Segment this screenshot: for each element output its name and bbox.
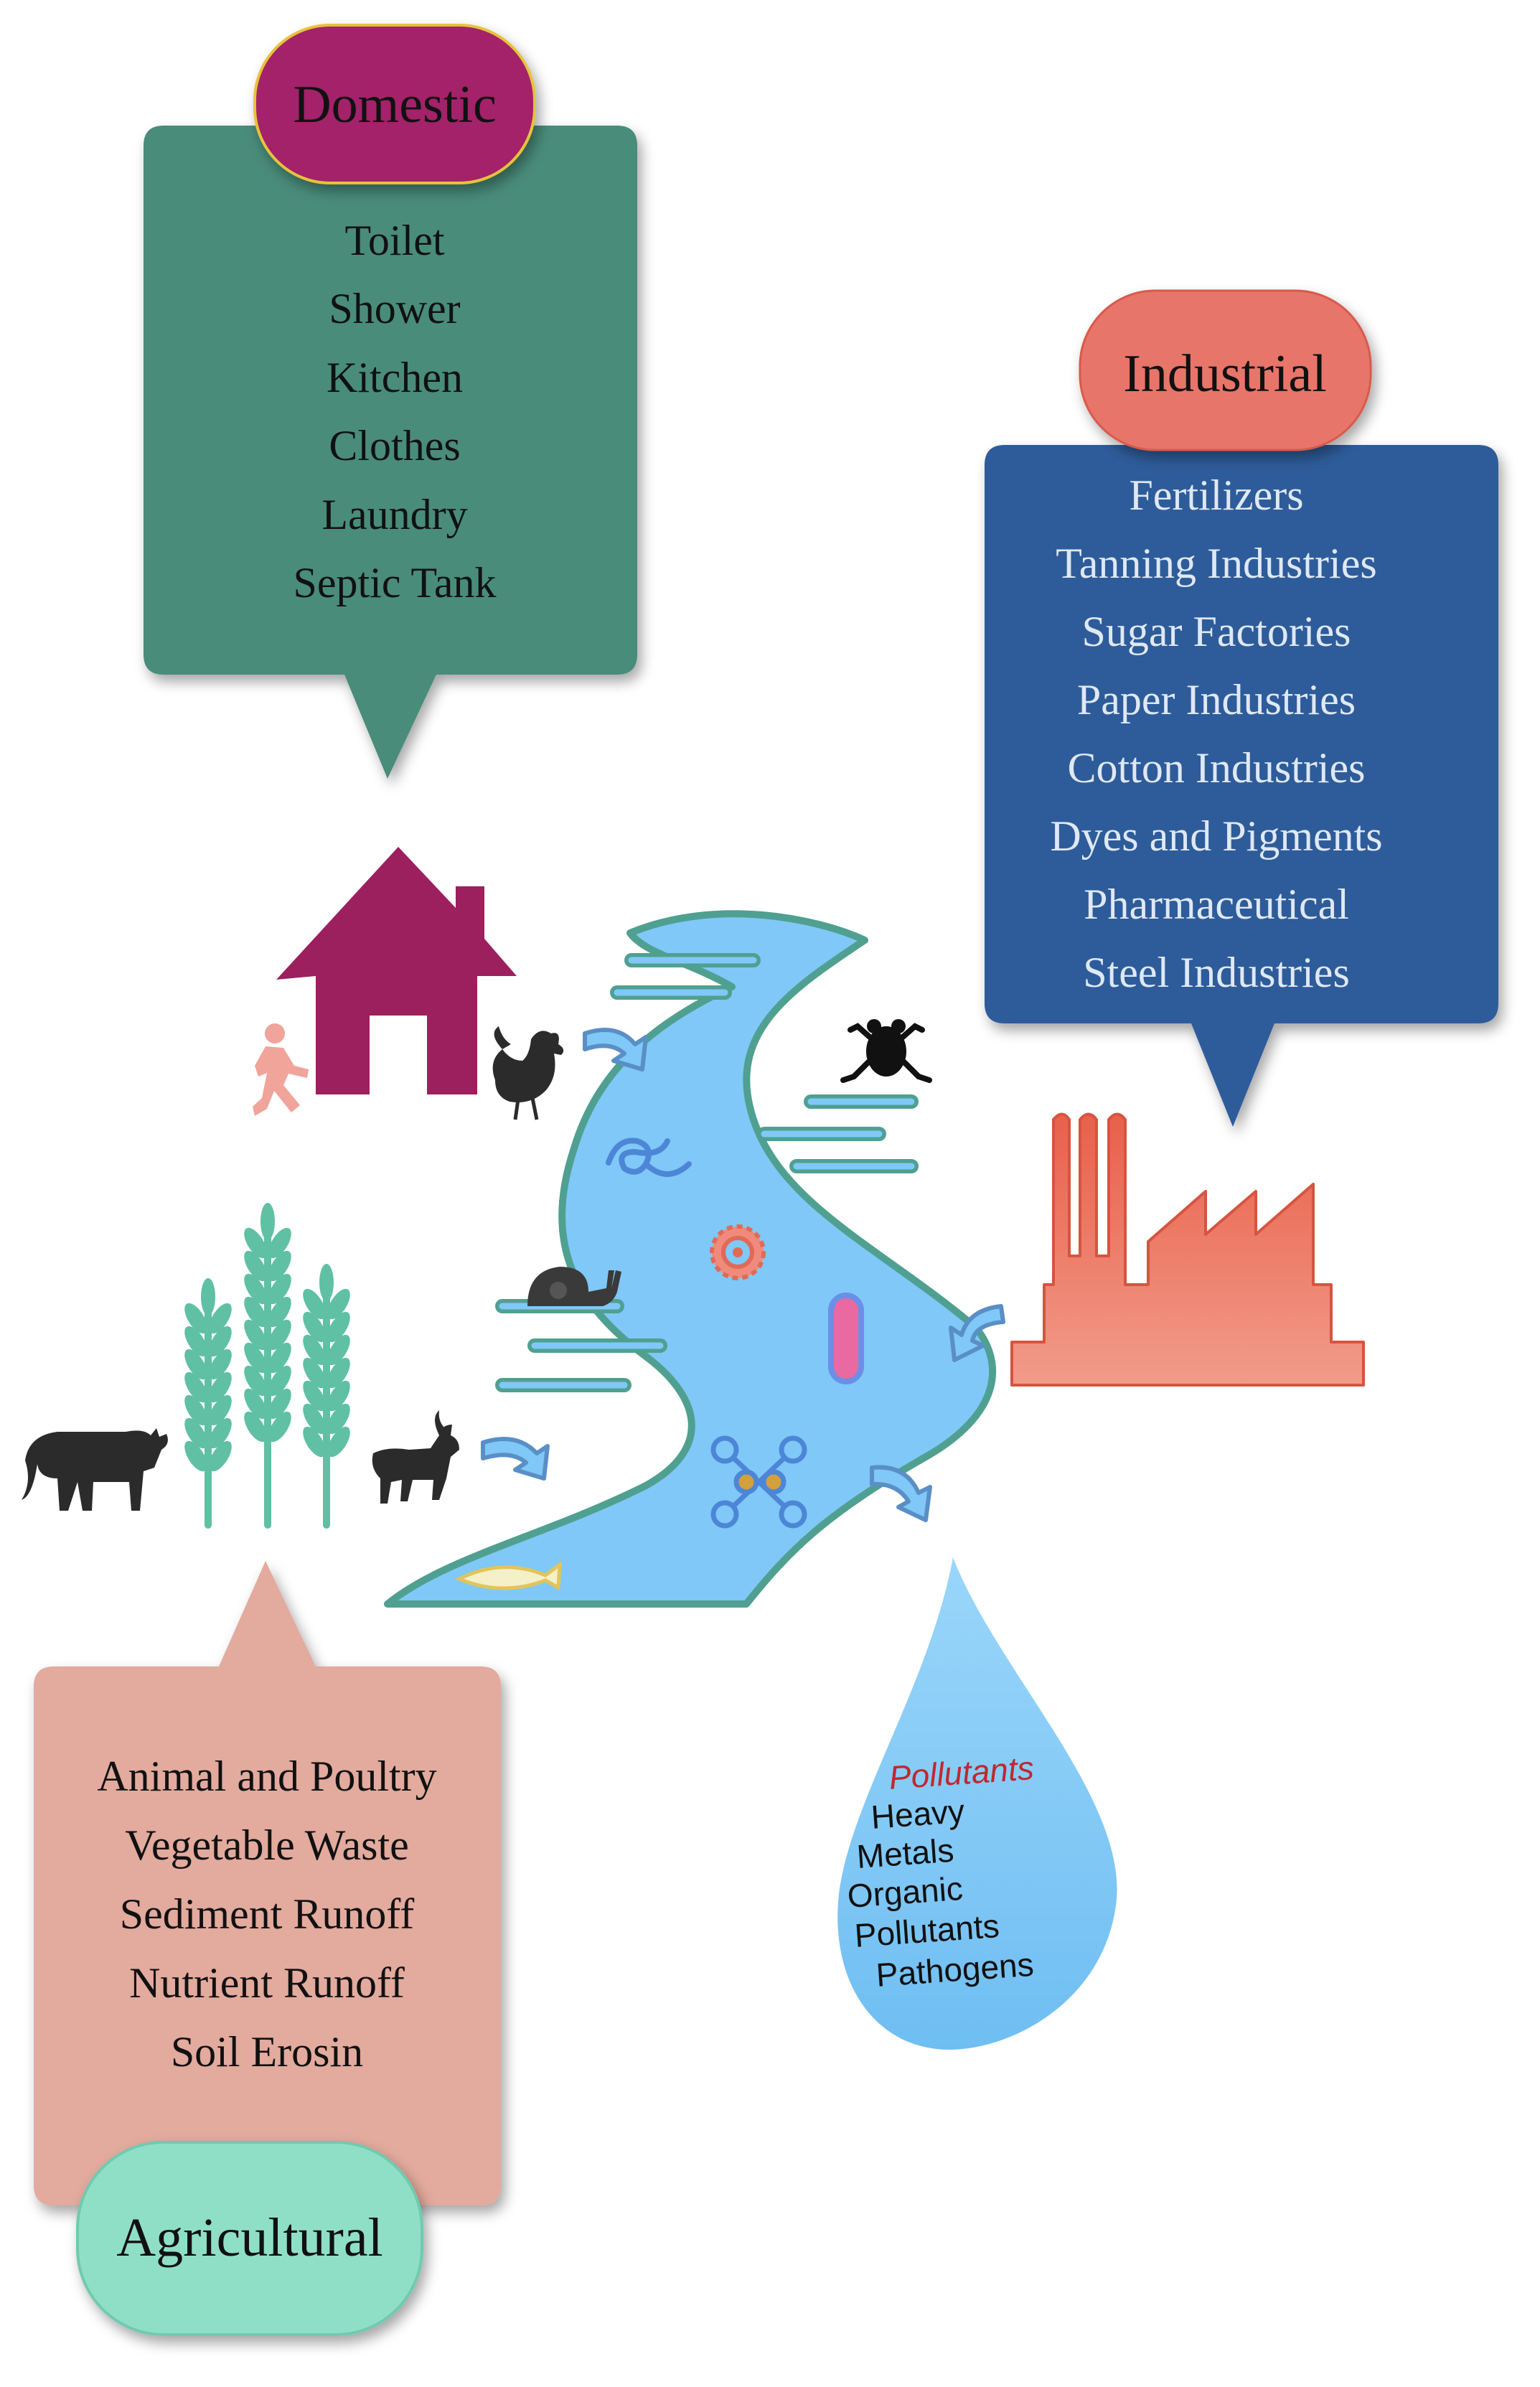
arrow-icon bbox=[870, 1465, 932, 1522]
arrow-icon bbox=[481, 1437, 550, 1481]
domestic-title-pill bbox=[253, 24, 536, 184]
river bbox=[384, 910, 997, 1608]
pollutants-line: Heavy bbox=[870, 1792, 966, 1836]
industrial-item: Tanning Industries bbox=[1056, 540, 1376, 587]
industrial-title: Industrial bbox=[1123, 344, 1327, 403]
pollutants-line: Metals bbox=[855, 1832, 955, 1875]
industrial-box bbox=[985, 445, 1498, 1127]
river-body bbox=[384, 910, 997, 1608]
pollutant-drop: Pollutants Heavy Metals Organic Pollutan… bbox=[837, 1557, 1117, 2050]
industrial-item: Paper Industries bbox=[1077, 676, 1356, 723]
ripple-lines bbox=[495, 953, 919, 1392]
agricultural-callout: Animal and Poultry Vegetable Waste Sedim… bbox=[34, 1561, 501, 2336]
domestic-item: Septic Tank bbox=[294, 559, 497, 606]
bacterium-icon bbox=[828, 1293, 864, 1384]
wheat-grains bbox=[184, 1203, 350, 1472]
industrial-item: Dyes and Pigments bbox=[1050, 812, 1382, 860]
flow-arrows bbox=[481, 1028, 1005, 1522]
domestic-box bbox=[144, 126, 637, 779]
factory-icon bbox=[1010, 1112, 1365, 1387]
agricultural-item: Sediment Runoff bbox=[120, 1890, 415, 1938]
wheat-icon bbox=[205, 1224, 330, 1529]
domestic-item: Clothes bbox=[329, 422, 460, 469]
agricultural-title-pill bbox=[76, 2141, 423, 2336]
agricultural-title: Agricultural bbox=[116, 2208, 382, 2268]
agricultural-box bbox=[34, 1561, 501, 2205]
fish-icon bbox=[454, 1560, 562, 1591]
cow-icon bbox=[22, 1428, 168, 1511]
industrial-title-pill bbox=[1079, 289, 1372, 451]
ripple-top bbox=[610, 953, 761, 1000]
arrow-icon bbox=[583, 1028, 648, 1071]
industrial-item: Fertilizers bbox=[1129, 472, 1303, 519]
agricultural-item: Animal and Poultry bbox=[97, 1753, 436, 1800]
domestic-item: Kitchen bbox=[327, 354, 463, 401]
agricultural-item: Vegetable Waste bbox=[125, 1821, 409, 1869]
house-icon bbox=[276, 847, 517, 1094]
molecule-icon bbox=[710, 1435, 807, 1529]
frog-icon bbox=[840, 1019, 932, 1083]
domestic-item: Laundry bbox=[321, 491, 467, 538]
arrow-icon bbox=[949, 1304, 1005, 1362]
domestic-item: Shower bbox=[329, 285, 460, 332]
domestic-callout: Domestic Toilet Shower Kitchen Clothes L… bbox=[144, 24, 637, 779]
industrial-item: Sugar Factories bbox=[1082, 608, 1351, 655]
agricultural-item: Nutrient Runoff bbox=[129, 1959, 405, 2007]
goat-icon bbox=[372, 1410, 459, 1504]
industrial-item: Pharmaceutical bbox=[1084, 881, 1349, 928]
virus-icon bbox=[710, 1224, 766, 1280]
drop-shape bbox=[837, 1557, 1117, 2050]
industrial-item: Steel Industries bbox=[1083, 949, 1350, 996]
industrial-callout: Industrial Fertilizers Tanning Industrie… bbox=[985, 289, 1498, 1127]
ripple-right bbox=[757, 1094, 919, 1173]
worm-icon bbox=[606, 1138, 692, 1177]
domestic-title: Domestic bbox=[293, 75, 497, 134]
snail-icon bbox=[527, 1267, 621, 1306]
rooster-icon bbox=[492, 1026, 564, 1120]
domestic-item: Toilet bbox=[344, 217, 444, 264]
agricultural-item: Soil Erosin bbox=[171, 2028, 363, 2076]
running-person-icon bbox=[253, 1023, 309, 1116]
industrial-item: Cotton Industries bbox=[1068, 744, 1366, 792]
pollutants-line: Organic bbox=[846, 1870, 964, 1915]
